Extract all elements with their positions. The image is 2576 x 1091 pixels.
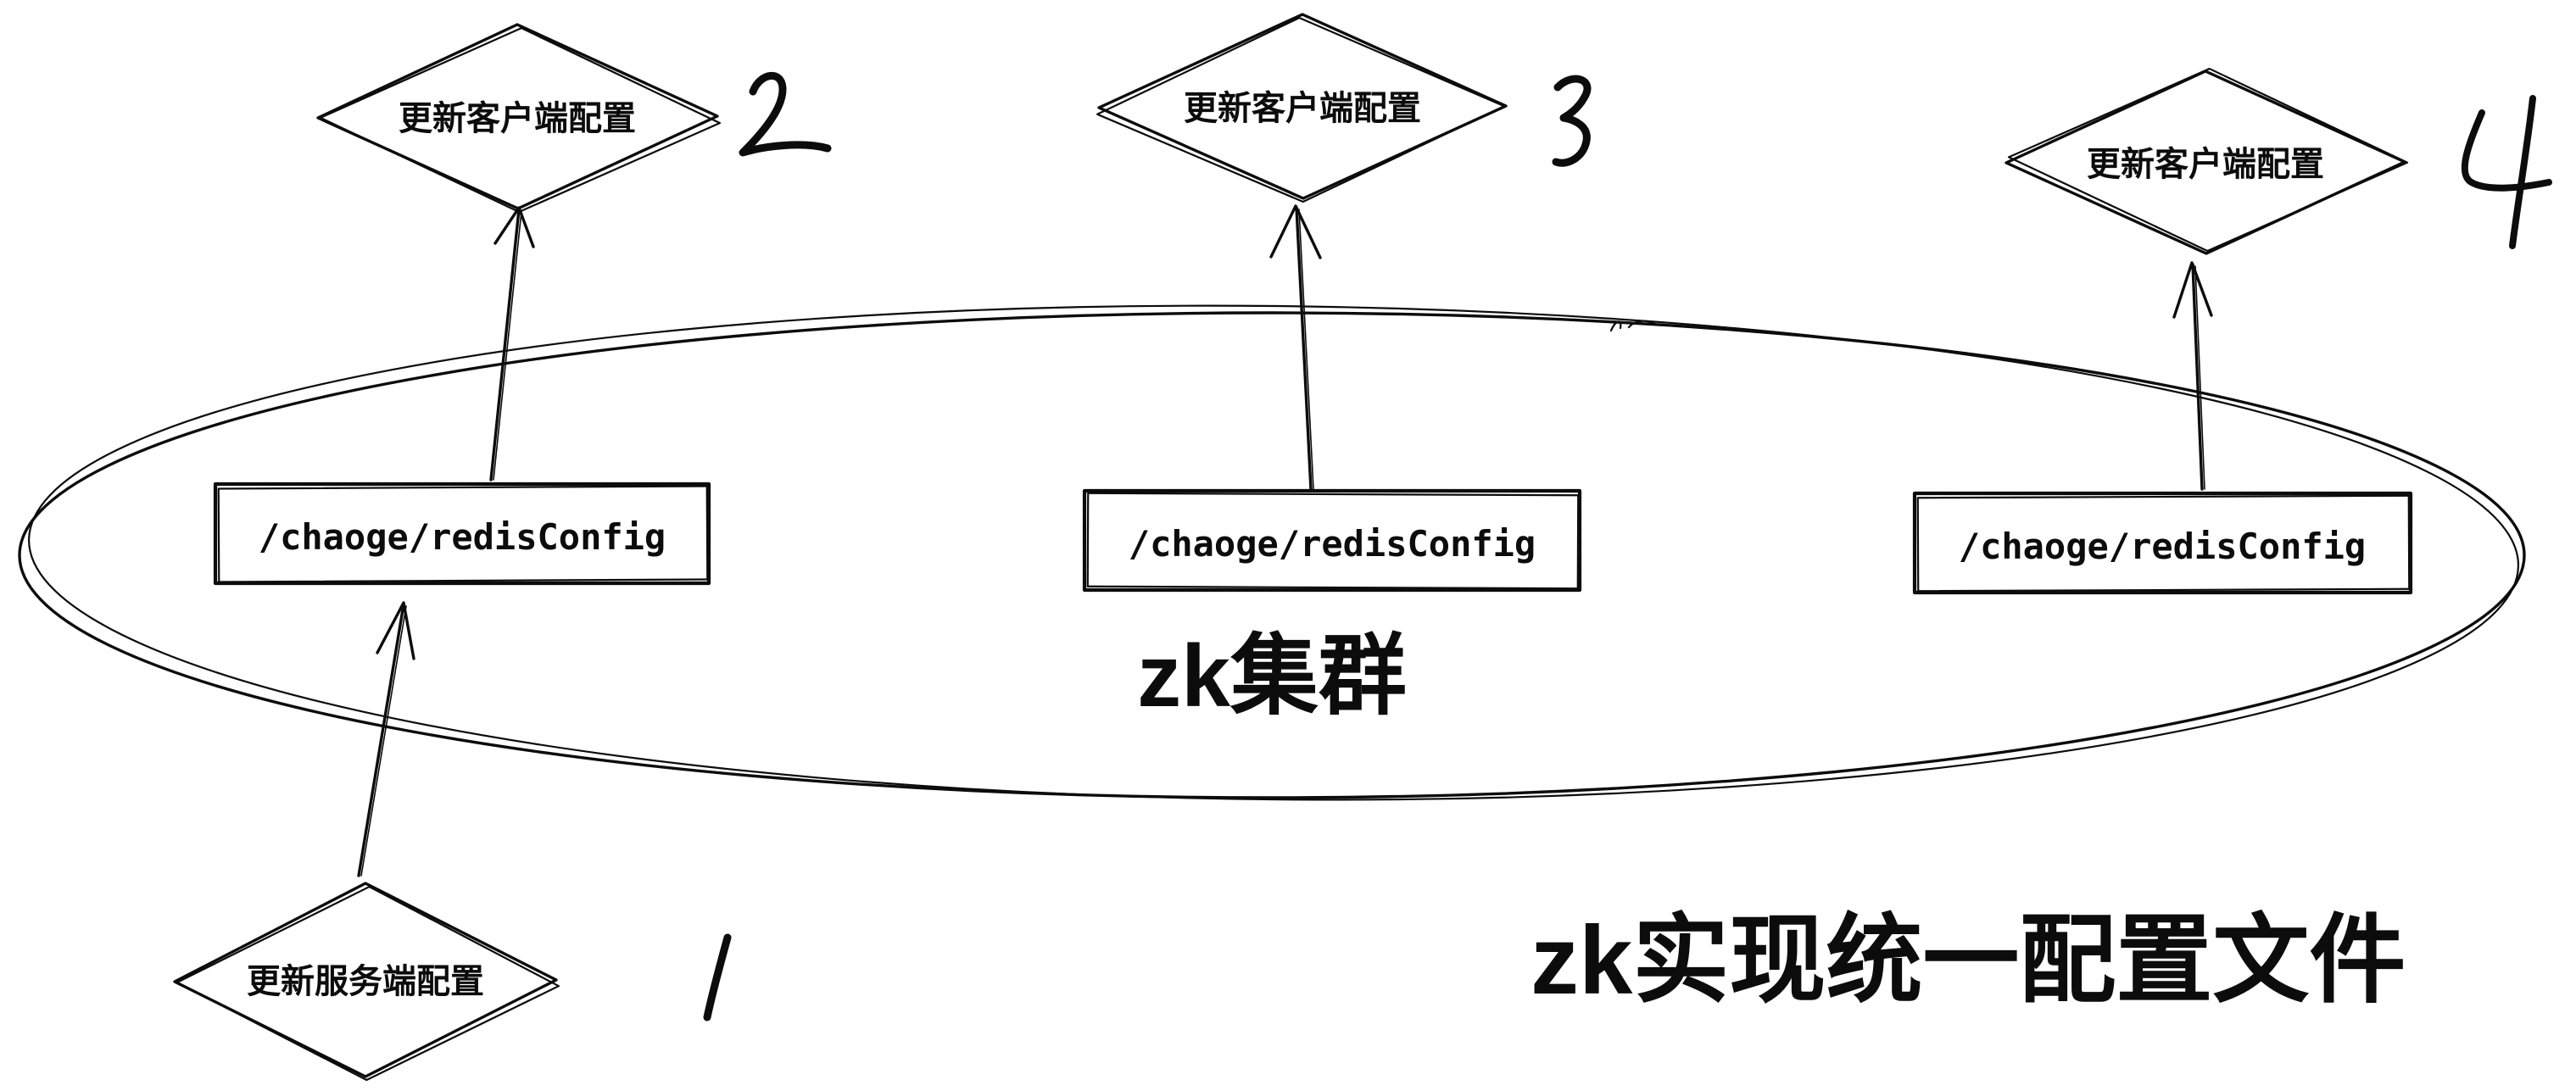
arrow-head bbox=[493, 206, 535, 248]
arrow-to-client-2 bbox=[489, 206, 535, 481]
znode-label: /chaoge/redisConfig bbox=[1959, 526, 2366, 567]
arrow-shaft-echo bbox=[2194, 265, 2205, 490]
caption-text: zk实现统一配置文件 bbox=[1531, 907, 2406, 1015]
arrow-shaft bbox=[1295, 206, 1313, 491]
client-diamond-3: 更新客户端配置 bbox=[1096, 13, 1592, 491]
arrow-head bbox=[2172, 261, 2213, 319]
diamond-shape-echo bbox=[1096, 16, 1506, 203]
diamond-shape bbox=[2004, 70, 2406, 255]
diamond-shape bbox=[1097, 13, 1508, 200]
arrow-shaft bbox=[2191, 263, 2204, 491]
number-4-left-stroke bbox=[2461, 109, 2552, 192]
diamond-label: 更新客户端配置 bbox=[2087, 146, 2324, 183]
arrow-shaft bbox=[357, 603, 405, 877]
arrow-shaft-echo bbox=[360, 605, 407, 877]
cluster-label: zk集群 bbox=[1137, 627, 1407, 726]
znode-box bbox=[1912, 491, 2413, 595]
server-diamond-1: 更新服务端配置 bbox=[173, 601, 732, 1082]
arrow-to-client-4 bbox=[2172, 261, 2213, 491]
diamond-label: 更新服务端配置 bbox=[247, 963, 484, 1000]
arrow-shaft-echo bbox=[493, 210, 522, 481]
handwritten-number-3 bbox=[1552, 75, 1592, 167]
handwritten-number-4 bbox=[2461, 95, 2552, 249]
znode-label: /chaoge/redisConfig bbox=[1129, 523, 1536, 565]
diamond-label: 更新客户端配置 bbox=[1184, 90, 1421, 127]
arrow-to-client-3 bbox=[1269, 204, 1322, 491]
number-4-vertical-stroke bbox=[2509, 95, 2536, 249]
handwritten-number-2 bbox=[739, 71, 832, 157]
client-diamond-2: 更新客户端配置 bbox=[316, 23, 832, 481]
arrow-head bbox=[376, 601, 415, 660]
znode-box-echo bbox=[1086, 492, 1580, 590]
diamond-shape-echo bbox=[176, 885, 560, 1082]
arrow-from-server bbox=[357, 601, 415, 877]
znode-label: /chaoge/redisConfig bbox=[259, 516, 666, 558]
diamond-shape-echo bbox=[2007, 67, 2409, 253]
znode-box-echo bbox=[1916, 494, 2411, 593]
arrow-shaft bbox=[489, 208, 521, 481]
znode-box-echo bbox=[217, 485, 709, 583]
client-diamond-4: 更新客户端配置 bbox=[2004, 67, 2552, 491]
znode-box bbox=[1082, 488, 1582, 593]
cluster-ellipse-echo bbox=[28, 304, 2520, 801]
zk-cluster: zk集群 bbox=[18, 304, 2526, 801]
handwritten-number-1 bbox=[703, 933, 732, 1021]
arrow-shaft-echo bbox=[1298, 209, 1314, 490]
znode-box bbox=[213, 481, 711, 586]
diamond-label: 更新客户端配置 bbox=[399, 100, 636, 137]
diamond-shape bbox=[173, 882, 558, 1078]
znode-2: /chaoge/redisConfig bbox=[1082, 488, 1582, 593]
znode-3: /chaoge/redisConfig bbox=[1912, 491, 2413, 595]
znode-1: /chaoge/redisConfig bbox=[213, 481, 711, 586]
arrow-head bbox=[1269, 204, 1322, 259]
stray-pen-mark bbox=[1609, 320, 1657, 332]
cluster-ellipse bbox=[18, 311, 2526, 799]
